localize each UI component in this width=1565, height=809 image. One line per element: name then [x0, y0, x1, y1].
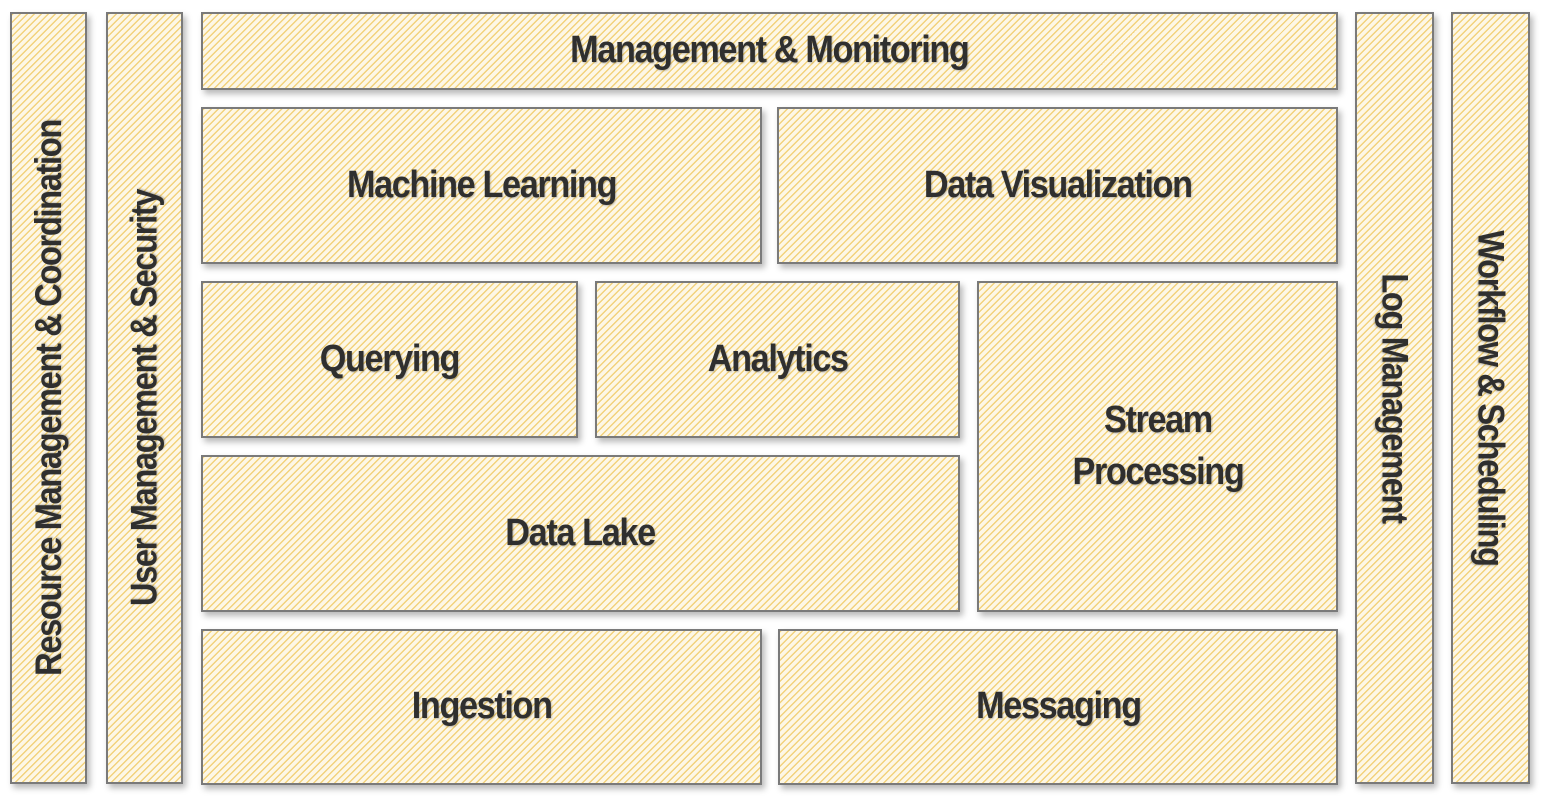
data-lake-block: Data Lake — [201, 455, 960, 612]
stream-processing-block: Stream Processing — [977, 281, 1338, 612]
querying-block: Querying — [201, 281, 578, 438]
management-monitoring-label: Management & Monitoring — [570, 29, 970, 72]
log-management-block: Log Management — [1355, 12, 1434, 784]
workflow-scheduling-block: Workflow & Scheduling — [1451, 12, 1530, 784]
data-visualization-label: Data Visualization — [923, 163, 1193, 206]
machine-learning-label: Machine Learning — [346, 163, 618, 206]
querying-label: Querying — [319, 337, 461, 380]
ingestion-label: Ingestion — [411, 685, 553, 728]
data-lake-label: Data Lake — [505, 511, 657, 554]
analytics-label: Analytics — [707, 337, 849, 380]
workflow-scheduling-label: Workflow & Scheduling — [1470, 230, 1512, 566]
analytics-block: Analytics — [595, 281, 960, 438]
log-management-label: Log Management — [1374, 273, 1416, 523]
resource-management-coordination-label: Resource Management & Coordination — [27, 120, 69, 676]
user-management-security-label: User Management & Security — [123, 189, 165, 607]
ingestion-block: Ingestion — [201, 629, 762, 785]
management-monitoring-block: Management & Monitoring — [201, 12, 1338, 90]
messaging-block: Messaging — [778, 629, 1338, 785]
stream-processing-label: Stream Processing — [1072, 399, 1244, 493]
user-management-security-block: User Management & Security — [106, 12, 183, 784]
data-visualization-block: Data Visualization — [777, 107, 1338, 264]
machine-learning-block: Machine Learning — [201, 107, 762, 264]
resource-management-coordination-block: Resource Management & Coordination — [10, 12, 87, 784]
messaging-label: Messaging — [975, 685, 1142, 728]
